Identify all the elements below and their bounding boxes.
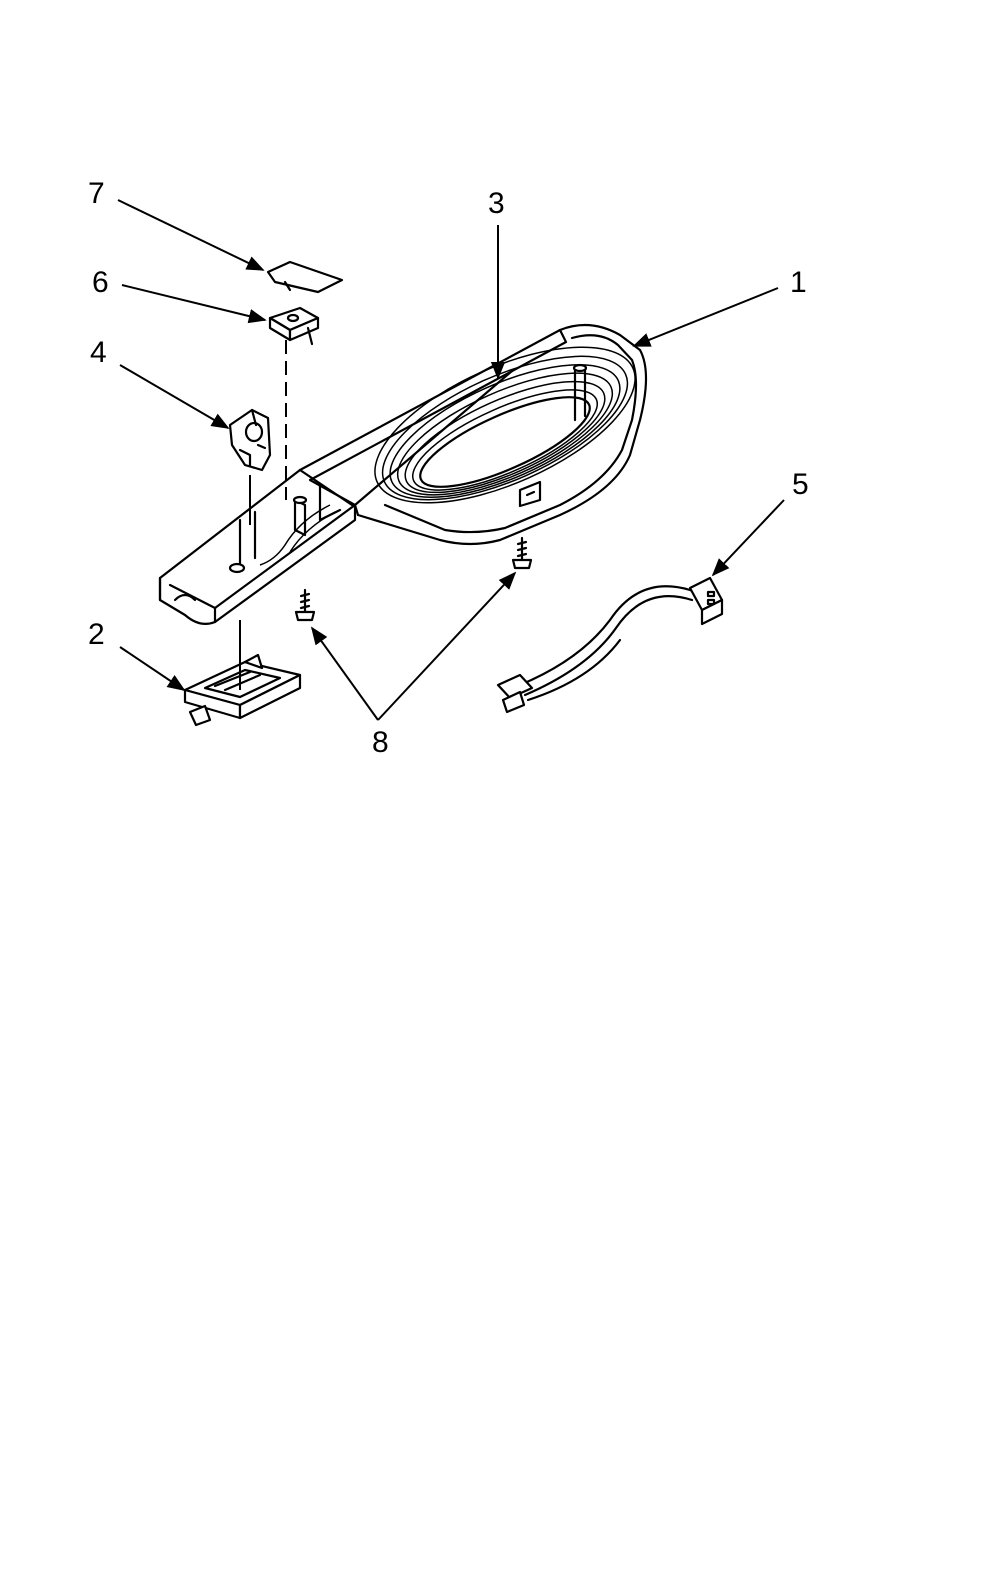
callout-7: 7 (88, 177, 105, 210)
callout-6: 6 (92, 266, 109, 299)
callout-8: 8 (372, 726, 389, 759)
leader-arrows (117, 199, 785, 721)
callout-2: 2 (88, 618, 105, 651)
callout-1: 1 (790, 266, 807, 299)
part-5-wire-harness (496, 576, 724, 714)
part-7-cover-plate (266, 260, 344, 294)
callout-labels: 7 6 4 3 1 5 2 8 (88, 177, 809, 759)
part-8-screw-left (294, 588, 316, 622)
callout-4: 4 (90, 336, 107, 369)
part-2-bracket (183, 653, 302, 727)
part-6-thermistor (268, 306, 320, 346)
callout-3: 3 (488, 187, 505, 220)
assembly-lines (239, 340, 287, 690)
part-4-thermostat-clip (228, 408, 272, 472)
part-1-housing (158, 323, 648, 625)
callout-5: 5 (792, 468, 809, 501)
part-3-heater-coil (259, 346, 636, 566)
part-8-screw-right (511, 536, 533, 570)
